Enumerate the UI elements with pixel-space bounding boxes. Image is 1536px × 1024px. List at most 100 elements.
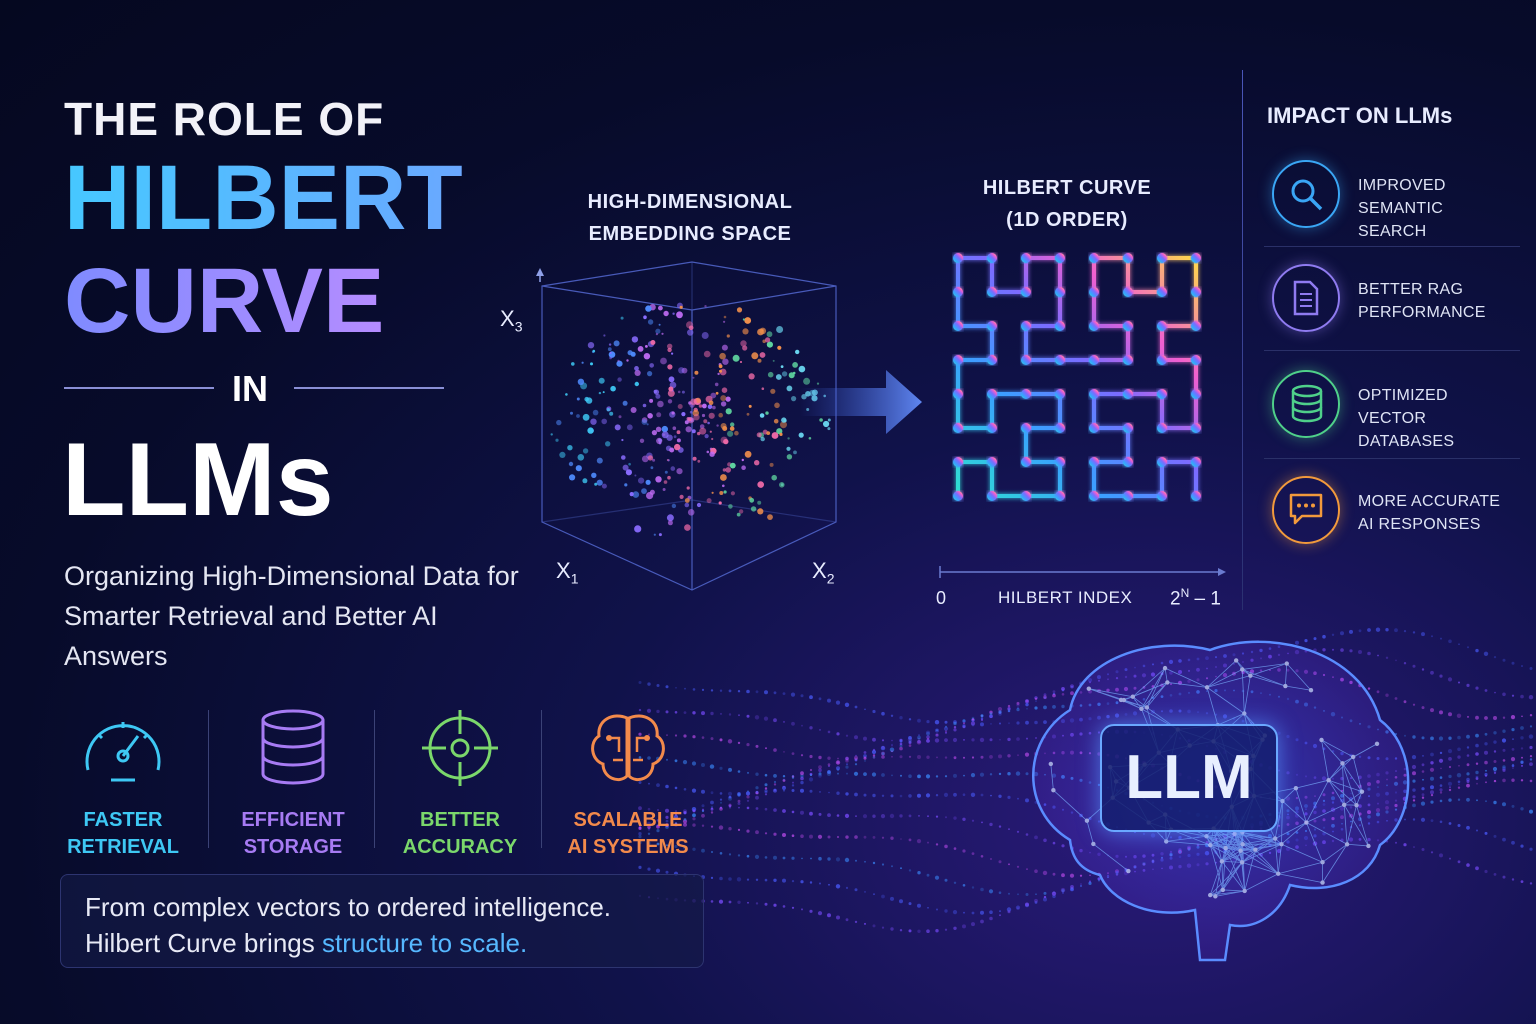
embedding-point (685, 426, 692, 433)
brain-node (1293, 785, 1299, 791)
feature-label-line1: SCALABLE (573, 809, 683, 831)
hilbert-node (1123, 457, 1133, 467)
brain-link (1053, 789, 1088, 822)
wave-particle (1520, 807, 1524, 811)
wave-particle (962, 849, 966, 853)
wave-particle (1421, 848, 1425, 851)
wave-particle (692, 813, 696, 818)
wave-particle (755, 786, 759, 790)
embedding-point (596, 479, 603, 486)
wave-particle (1447, 781, 1453, 786)
embedding-point (634, 369, 641, 376)
embedding-point (777, 345, 782, 350)
brain-link (1088, 688, 1133, 698)
embedding-point (715, 391, 719, 395)
impact-item-vector-db: OPTIMIZED VECTOR DATABASES (1272, 370, 1512, 450)
wave-particle (827, 698, 831, 703)
embedding-point (634, 474, 637, 477)
database-icon (261, 709, 325, 785)
wave-particle (864, 860, 866, 863)
wave-particle (935, 728, 939, 733)
wave-particle (718, 899, 724, 904)
wave-particle (701, 711, 705, 716)
wave-particle (890, 896, 894, 901)
embedding-point (645, 479, 651, 485)
wave-particle (647, 828, 651, 831)
wave-particle (710, 711, 714, 716)
wave-particle (889, 813, 895, 819)
embedding-point (704, 434, 709, 439)
brain-link (1206, 675, 1251, 688)
wave-particle (890, 927, 894, 931)
wave-particle (1052, 705, 1056, 709)
wave-particle (1007, 710, 1011, 713)
wave-particle (1484, 716, 1488, 720)
wave-particle (1466, 763, 1470, 767)
hilbert-heading: HILBERT CURVE (1D ORDER) (950, 172, 1184, 236)
wave-particle (998, 772, 1002, 776)
embedding-point (647, 455, 654, 461)
wave-particle (1512, 767, 1514, 769)
wave-particle (791, 856, 795, 860)
embedding-point (742, 328, 749, 335)
hilbert-node (1089, 423, 1099, 433)
brain-node (1165, 680, 1170, 685)
wave-particle (800, 754, 804, 757)
wave-particle (656, 824, 660, 827)
wave-particle (845, 835, 849, 839)
brain-node (1223, 845, 1228, 851)
wave-particle (1511, 728, 1515, 732)
embedding-point (696, 502, 702, 508)
wave-particle (1431, 635, 1433, 638)
brain-link (1328, 763, 1343, 781)
brain-link (1210, 889, 1224, 896)
embedding-point (673, 435, 677, 439)
brain-node (1208, 892, 1213, 898)
embedding-point (609, 356, 612, 360)
wave-particle (638, 835, 642, 839)
wave-particle (1411, 755, 1417, 760)
wave-particle (1457, 735, 1461, 740)
wave-particle (962, 719, 966, 723)
wave-particle (1358, 629, 1362, 633)
hilbert-node (1089, 389, 1099, 399)
wave-particle (773, 788, 777, 793)
brain-node (1359, 789, 1365, 794)
embedding-point (710, 392, 717, 399)
wave-particle (1457, 860, 1461, 864)
wave-particle (755, 878, 759, 881)
brain-link (1123, 699, 1148, 708)
brain-link (1242, 832, 1282, 845)
wave-particle (1529, 758, 1533, 761)
embedding-point (576, 397, 580, 401)
wave-particle (665, 784, 669, 789)
embedding-point (776, 326, 784, 333)
embedding-point (592, 409, 599, 416)
wave-particle (1412, 803, 1416, 808)
embedding-point (582, 478, 588, 484)
wave-particle (1421, 736, 1425, 740)
impact-line2: DATABASES (1358, 433, 1455, 450)
wave-particle (881, 755, 885, 759)
wave-particle (773, 832, 777, 836)
brain-link (1342, 763, 1357, 806)
brain-link (1306, 780, 1329, 823)
wave-particle (1484, 869, 1488, 874)
wave-particle (971, 716, 975, 720)
wave-particle (1008, 722, 1010, 725)
database-icon (1291, 384, 1323, 423)
embedding-point (666, 514, 674, 522)
hilbert-node (1055, 321, 1065, 331)
brain-link (1123, 699, 1142, 710)
brain-node (1242, 711, 1247, 716)
wave-particle (854, 755, 858, 760)
wave-particle (872, 709, 876, 714)
embedding-point (719, 352, 726, 360)
embedding-point (671, 503, 677, 509)
wave-particle (656, 829, 660, 833)
wave-particle (818, 755, 822, 760)
brain-link (1356, 805, 1369, 847)
wave-particle (1025, 772, 1029, 776)
wave-particle (1062, 892, 1064, 894)
wave-particle (1043, 838, 1047, 843)
